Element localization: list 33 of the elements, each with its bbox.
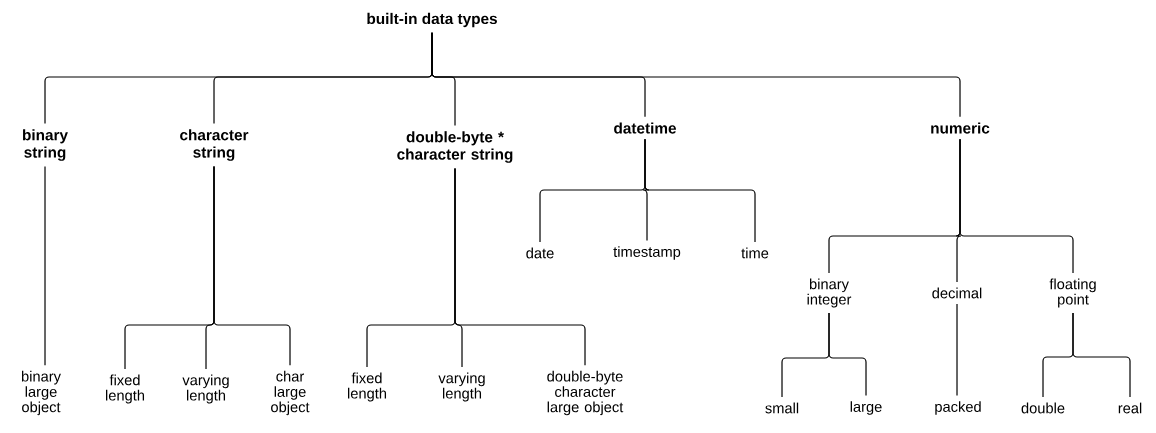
connector-line <box>956 303 958 397</box>
type-label: double <box>1021 402 1065 414</box>
connector-line <box>959 138 1074 274</box>
connector-line <box>828 312 867 397</box>
type-label: small <box>765 402 799 414</box>
type-label: real <box>1118 402 1142 414</box>
connector-line <box>213 165 291 366</box>
type-label: packed <box>935 401 981 415</box>
type-label: floating point <box>1049 278 1096 308</box>
type-label: decimal <box>932 287 982 299</box>
connector-line <box>44 165 46 366</box>
category-label: double-byte * character string <box>397 131 513 163</box>
type-label: binary large object <box>21 370 61 416</box>
type-label: time <box>741 247 769 259</box>
category-label: numeric <box>931 122 990 134</box>
type-label: double-byte character large object <box>547 370 624 416</box>
type-label: varying length <box>182 374 229 404</box>
connector-line <box>454 167 586 366</box>
type-label: timestamp <box>613 246 681 260</box>
connector-line <box>644 138 756 243</box>
connector-line <box>1072 312 1131 398</box>
type-label: date <box>526 247 554 259</box>
category-label: character string <box>180 129 249 161</box>
category-label: built-in data types <box>367 12 497 28</box>
type-label: large <box>850 401 882 415</box>
category-label: datetime <box>614 122 676 134</box>
type-label: char large object <box>271 370 310 416</box>
category-label: binary string <box>23 129 68 161</box>
type-label: fixed length <box>106 374 144 404</box>
type-label: varying length <box>438 372 485 402</box>
type-label: binary integer <box>807 278 852 308</box>
type-label: fixed length <box>348 372 386 402</box>
connector-line <box>431 32 961 118</box>
